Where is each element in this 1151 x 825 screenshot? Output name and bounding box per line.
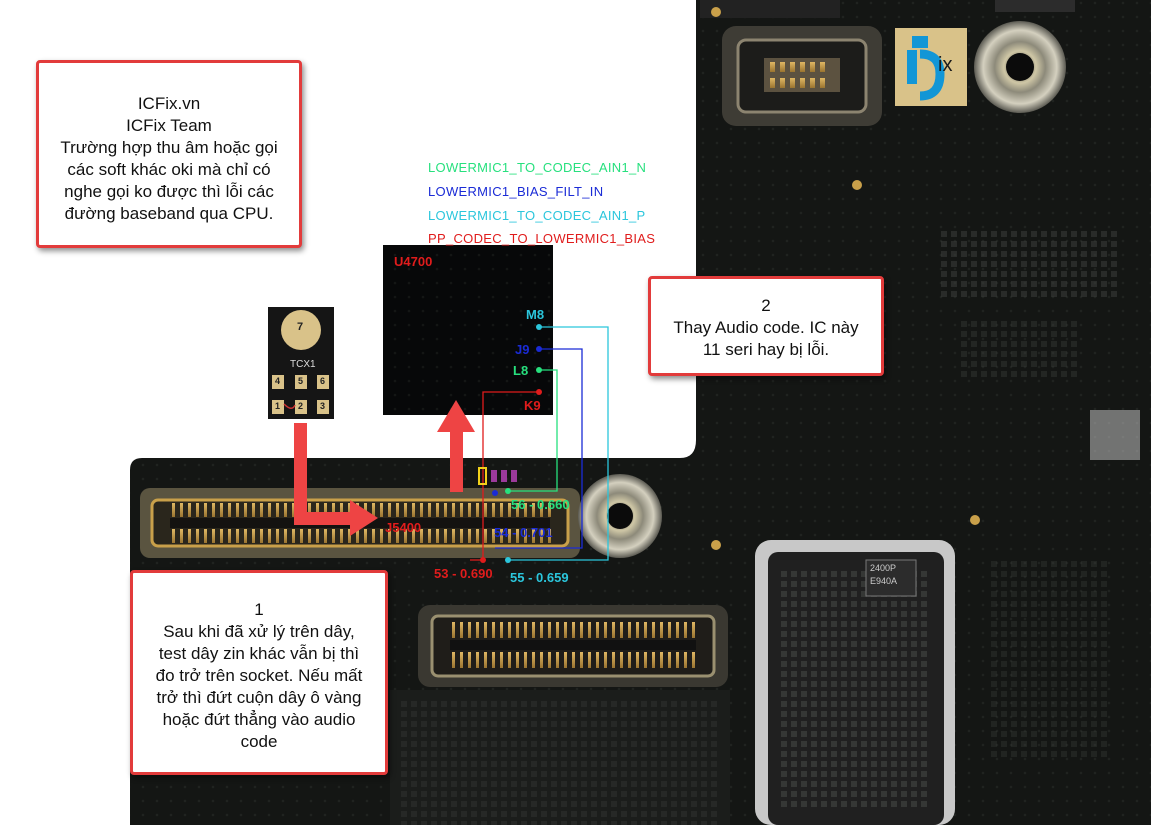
signal-label-ain1-n: LOWERMIC1_TO_CODEC_AIN1_N xyxy=(428,160,647,175)
screw-middle xyxy=(578,474,662,558)
measurement-pin-56: 56 - 0.660 xyxy=(511,497,570,512)
lower-connector xyxy=(418,605,728,687)
mic-part-ref: TCX1 xyxy=(290,359,316,370)
note-team-line: đường baseband qua CPU. xyxy=(64,204,274,223)
pin-label-j9: J9 xyxy=(515,342,530,357)
mic-pad-6: 6 xyxy=(320,376,326,386)
note-socket-line: Sau khi đã xử lý trên dây, xyxy=(163,622,355,641)
connector-reference: J5400 xyxy=(385,520,422,535)
pin-label-m8: M8 xyxy=(526,307,545,322)
note-socket-line: đo trở trên socket. Nếu mất xyxy=(155,666,363,685)
note-team-line: Trường hợp thu âm hoặc gọi xyxy=(60,138,278,157)
note-socket-line: trở thì đứt cuộn dây ô vàng xyxy=(156,688,362,707)
note-team-line: ICFix.vn xyxy=(137,94,201,113)
pin-label-k9: K9 xyxy=(524,398,541,413)
note-audio-line: 2 xyxy=(761,296,771,315)
mic-pad-4: 4 xyxy=(275,376,281,386)
mic-pad-1: 1 xyxy=(275,401,281,411)
signal-label-codec-bias: PP_CODEC_TO_LOWERMIC1_BIAS xyxy=(428,231,656,246)
note-socket-line: hoặc đứt thẳng vào audio xyxy=(162,710,356,729)
note-team: ICFix.vn ICFix Team Trường hợp thu âm ho… xyxy=(36,60,302,248)
signal-label-ain1-p: LOWERMIC1_TO_CODEC_AIN1_P xyxy=(428,208,646,223)
measurement-pin-54: 54 - 0.701 xyxy=(494,525,553,540)
chip-reference: U4700 xyxy=(394,254,433,269)
measurement-pin-55: 55 - 0.659 xyxy=(510,570,569,585)
note-audio-codec: 2 Thay Audio code. IC này 11 seri hay bị… xyxy=(648,276,884,376)
component-marking-line: 2400P xyxy=(870,563,897,573)
top-board-connector xyxy=(722,26,882,126)
note-team-line: nghe gọi ko được thì lỗi các xyxy=(64,182,274,201)
highlighted-coil-pads xyxy=(478,467,517,485)
measurement-pin-53: 53 - 0.690 xyxy=(434,566,493,581)
screw-top xyxy=(974,21,1066,113)
mic-pad-2: 2 xyxy=(298,401,304,411)
component-marking-line: E940A xyxy=(870,576,898,586)
note-socket-line: code xyxy=(240,732,278,751)
trace-endpoints xyxy=(480,324,542,563)
note-team-line: ICFix Team xyxy=(126,116,212,135)
mic-pad-3: 3 xyxy=(320,401,326,411)
note-socket-line: 1 xyxy=(254,600,264,619)
note-audio-line: 11 seri hay bị lỗi. xyxy=(702,340,830,359)
mic-part-number: 7 xyxy=(297,321,304,333)
signal-label-bias-filt: LOWERMIC1_BIAS_FILT_IN xyxy=(428,184,604,199)
mic-pad-5: 5 xyxy=(298,376,304,386)
icfix-logo-pad xyxy=(895,28,967,106)
trace-lines xyxy=(470,326,609,561)
tcx1-microphone-part xyxy=(268,307,334,419)
logo-text: ix xyxy=(938,54,953,76)
u4700-chip xyxy=(383,245,553,415)
red-arrows xyxy=(294,400,475,536)
note-socket: 1 Sau khi đã xử lý trên dây, test dây zi… xyxy=(130,570,388,775)
note-audio-line: Thay Audio code. IC này xyxy=(673,318,859,337)
note-team-line: các soft khác oki mà chỉ có xyxy=(67,160,271,179)
rf-shield xyxy=(755,540,955,825)
note-socket-line: test dây zin khác vẫn bị thì xyxy=(158,644,360,663)
pin-label-l8: L8 xyxy=(513,363,529,378)
